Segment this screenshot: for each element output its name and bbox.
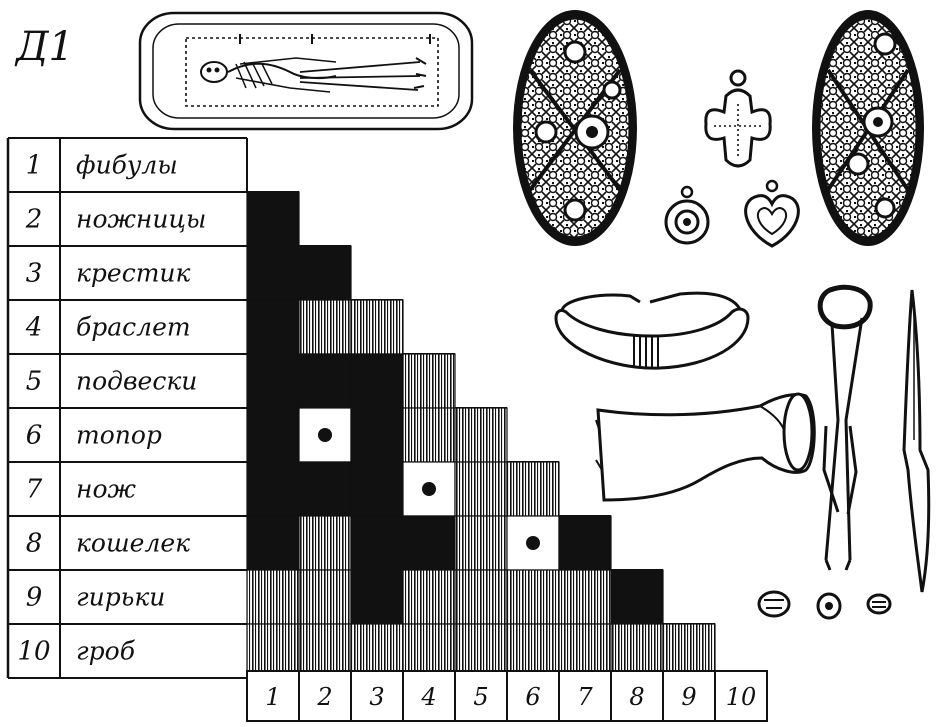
row-label: браслет: [76, 313, 191, 342]
matrix-dot-marker: [422, 482, 436, 496]
matrix-cell-hatched: [455, 408, 507, 462]
row-label: подвески: [76, 367, 197, 396]
matrix-cell-solid: [559, 516, 611, 570]
row-number: 4: [25, 313, 43, 343]
matrix-cell-solid: [247, 462, 299, 516]
row-number: 9: [26, 583, 43, 613]
matrix-dot-marker: [526, 536, 540, 550]
matrix-cell-solid: [403, 516, 455, 570]
oval-brooch-left-icon: [513, 10, 637, 246]
row-label: нож: [76, 475, 137, 504]
column-number: 5: [473, 683, 488, 711]
column-number: 2: [316, 683, 332, 711]
row-number: 10: [17, 637, 50, 667]
matrix-cell-hatched: [559, 570, 611, 624]
row-label: топор: [76, 421, 162, 450]
cross-pendant-icon: [706, 71, 770, 166]
knife-icon: [904, 290, 929, 592]
matrix-cell-hatched: [299, 624, 351, 678]
column-number: 1: [265, 683, 280, 711]
diagram-heading: Д1: [14, 24, 74, 70]
axe-head-icon: [596, 394, 814, 500]
column-number: 8: [629, 683, 644, 711]
column-number: 9: [681, 683, 696, 711]
matrix-cell-hatched: [559, 624, 611, 678]
row-number: 5: [26, 367, 43, 397]
row-number: 7: [26, 475, 43, 505]
row-label: гирьки: [76, 583, 165, 612]
matrix-cell-hatched: [455, 516, 507, 570]
bracelet-icon: [556, 293, 748, 368]
matrix-cell-hatched: [507, 462, 559, 516]
column-header-row: 1 2 3 4 5 6 7 8 9 10: [247, 671, 767, 721]
row-number: 1: [26, 151, 43, 181]
row-number: 3: [26, 259, 43, 289]
column-number: 3: [369, 683, 384, 711]
matrix-cell-hatched: [351, 624, 403, 678]
row-number: 2: [25, 205, 43, 235]
matrix-cell-hatched: [403, 408, 455, 462]
matrix-cell-solid: [247, 246, 299, 300]
matrix-cell-solid: [299, 462, 351, 516]
matrix-cell-solid: [247, 408, 299, 462]
matrix-cell-solid: [299, 246, 351, 300]
column-number: 10: [726, 683, 757, 711]
matrix-cell-solid: [247, 354, 299, 408]
matrix-cell-solid: [247, 516, 299, 570]
column-number: 6: [525, 683, 540, 711]
matrix-cell-solid: [351, 570, 403, 624]
round-pendant-icon: [666, 187, 708, 243]
matrix-cell-hatched: [455, 570, 507, 624]
matrix-cell-hatched: [663, 624, 715, 678]
matrix-cell-hatched: [455, 624, 507, 678]
matrix-cell-solid: [247, 300, 299, 354]
row-label: фибулы: [76, 151, 178, 180]
matrix-cell-solid: [351, 516, 403, 570]
matrix-cell-hatched: [403, 570, 455, 624]
matrix-cell-hatched: [507, 624, 559, 678]
matrix-cell-solid: [351, 462, 403, 516]
matrix-cell-hatched: [403, 624, 455, 678]
matrix-cell-hatched: [299, 516, 351, 570]
matrix-cell-hatched: [403, 354, 455, 408]
matrix-cell-solid: [351, 354, 403, 408]
row-label: крестик: [76, 259, 191, 288]
matrix-cell-hatched: [455, 462, 507, 516]
matrix-cell-hatched: [507, 570, 559, 624]
matrix-cell-solid: [299, 354, 351, 408]
row-number: 8: [26, 529, 43, 559]
row-label: кошелек: [76, 529, 190, 558]
row-label: ножницы: [76, 205, 206, 234]
column-number: 7: [577, 683, 593, 711]
row-label: гроб: [76, 637, 136, 666]
matrix-cell-solid: [611, 570, 663, 624]
matrix-cell-hatched: [351, 300, 403, 354]
matrix-cell-hatched: [611, 624, 663, 678]
weights-icon: [759, 592, 890, 618]
matrix-cell-solid: [247, 192, 299, 246]
oval-brooch-right-icon: [812, 10, 924, 246]
matrix-cell-hatched: [299, 300, 351, 354]
matrix-cell-solid: [351, 408, 403, 462]
column-number: 4: [420, 683, 436, 711]
matrix-cell-hatched: [299, 570, 351, 624]
matrix-cell-hatched: [247, 570, 299, 624]
row-number: 6: [26, 421, 43, 451]
matrix-dot-marker: [318, 428, 332, 442]
heart-pendant-icon: [746, 181, 799, 246]
matrix-cell-hatched: [247, 624, 299, 678]
shears-icon: [820, 287, 870, 570]
burial-plan: [140, 13, 472, 129]
